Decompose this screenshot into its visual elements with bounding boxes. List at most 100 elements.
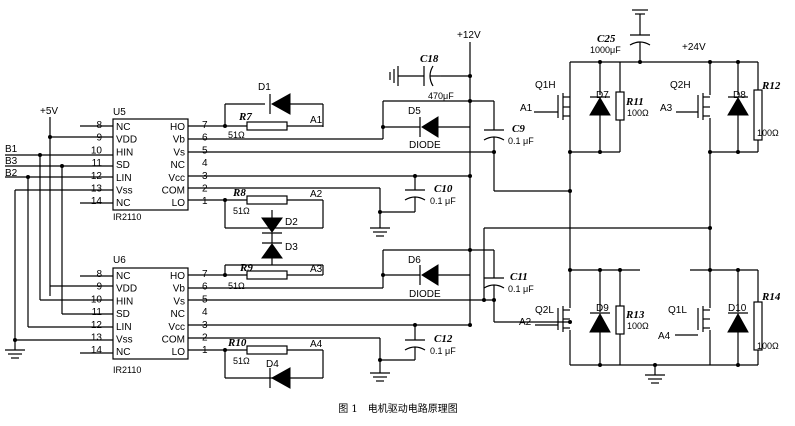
d7-label: D7: [596, 90, 609, 101]
u5-pin-number: 4: [202, 158, 208, 169]
r13-label: R13: [625, 309, 645, 321]
diode-d10: [727, 312, 749, 333]
d10-label: D10: [728, 303, 747, 314]
u6-pin-number: 14: [91, 345, 103, 356]
u6-pin-label: LO: [172, 347, 186, 358]
ic-u5: U5 IR2110 NC8VDD9HIN10SD11LIN12Vss13NC14…: [91, 107, 208, 222]
d1-label: D1: [258, 82, 271, 93]
u5-pin-label: Vs: [173, 147, 185, 158]
d8-label: D8: [733, 90, 746, 101]
capacitor-c12: [404, 325, 426, 360]
u6-pin-number: 10: [91, 294, 103, 305]
c10-label: C10: [434, 183, 453, 195]
diode-d9: [589, 312, 611, 333]
u6-pin-number: 9: [96, 282, 102, 293]
u5-pin-number: 10: [91, 145, 103, 156]
net-a1-label: A1: [310, 115, 323, 126]
q2h-gate-label: A3: [660, 103, 673, 114]
ground-symbol: [370, 227, 390, 237]
q2l-gate-label: A2: [519, 317, 532, 328]
ground-symbol: [5, 349, 25, 359]
r7-label: R7: [238, 111, 252, 123]
u6-pin-label: HO: [170, 271, 185, 282]
mosfet-q1l: [675, 306, 710, 336]
u6-output-wiring: R9 51Ω A3 R10 51Ω A4 D4: [188, 262, 494, 389]
q2h-label: Q2H: [670, 80, 691, 91]
u6-pin-label: NC: [171, 309, 185, 320]
u6-part: IR2110: [113, 365, 141, 375]
u6-pin-number: 6: [202, 282, 208, 293]
u5-pin-label: COM: [162, 186, 185, 197]
c10-value: 0.1 μF: [430, 196, 456, 206]
diode-d6: [419, 264, 439, 286]
u5-pin-label: VDD: [116, 135, 137, 146]
resistor-r13: [615, 305, 625, 335]
u6-pin-number: 11: [92, 307, 103, 318]
vcc5-label: +5V: [40, 106, 58, 117]
h-bridge: C25 1000μF +24V Q1H A1: [519, 9, 781, 384]
u6-pin-label: NC: [116, 271, 130, 282]
diode-d5: [419, 116, 439, 138]
d5-label: D5: [408, 106, 421, 117]
u5-pin-number: 5: [202, 145, 208, 156]
u5-name: U5: [113, 107, 126, 118]
u6-pin-label: LIN: [116, 322, 132, 333]
u5-pin-number: 14: [91, 196, 103, 207]
capacitor-c11: [483, 250, 505, 300]
input-b3-label: B3: [5, 156, 18, 167]
u6-pin-label: Vb: [173, 284, 186, 295]
net-a2-label: A2: [310, 189, 323, 200]
u5-pin-number: 2: [202, 184, 208, 195]
d4-label: D4: [266, 359, 279, 370]
r9-label: R9: [239, 262, 253, 274]
d2-label: D2: [285, 217, 298, 228]
net-a3-label: A3: [310, 264, 323, 275]
u5-pin-label: LIN: [116, 173, 132, 184]
net-a4-label: A4: [310, 339, 323, 350]
c9-value: 0.1 μF: [508, 136, 534, 146]
figure-caption: 图 1 电机驱动电路原理图: [338, 402, 458, 415]
q2l-label: Q2L: [535, 305, 554, 316]
capacitor-c25: [629, 9, 651, 62]
q1h-gate-label: A1: [520, 103, 533, 114]
r9-value: 51Ω: [228, 281, 245, 291]
resistor-r7: [246, 121, 288, 131]
u6-pin-label: Vs: [173, 296, 185, 307]
u5-pin-number: 11: [92, 158, 103, 169]
r10-label: R10: [227, 337, 247, 349]
u5-pin-label: LO: [172, 198, 186, 209]
d9-label: D9: [596, 303, 609, 314]
capacitor-c10: [404, 176, 426, 212]
resistor-r10: [246, 345, 288, 355]
u6-pin-label: SD: [116, 309, 130, 320]
supply-section: +12V C18 470μF D5 DIODE: [370, 30, 710, 382]
c18-value: 470μF: [428, 91, 454, 101]
r13-value: 100Ω: [627, 321, 649, 331]
u5-pin-label: NC: [116, 198, 130, 209]
diode-d3: [261, 242, 283, 259]
c25-value: 1000μF: [590, 45, 621, 55]
u6-pin-label: Vcc: [168, 322, 185, 333]
u5-pin-number: 8: [96, 120, 102, 131]
c12-label: C12: [434, 333, 453, 345]
u6-pin-number: 12: [91, 320, 103, 331]
u5-pin-label: HIN: [116, 147, 133, 158]
u5-pin-label: SD: [116, 160, 130, 171]
r12-value: 100Ω: [757, 128, 779, 138]
u5-pin-label: Vcc: [168, 173, 185, 184]
capacitor-c18: [389, 65, 441, 87]
r12-label: R12: [761, 80, 781, 92]
ic-u6: U6 IR2110 NC8VDD9HIN10SD11LIN12Vss13NC14…: [91, 255, 208, 375]
u6-pin-label: VDD: [116, 284, 137, 295]
c18-label: C18: [420, 53, 439, 65]
d5-type: DIODE: [409, 140, 441, 151]
mosfet-q2l: [535, 306, 570, 332]
r11-value: 100Ω: [627, 108, 649, 118]
u5-pin-number: 6: [202, 133, 208, 144]
u6-name: U6: [113, 255, 126, 266]
capacitor-c9: [483, 101, 505, 191]
c25-label: C25: [597, 33, 616, 45]
u5-pin-number: 1: [202, 196, 208, 207]
u6-pin-label: NC: [116, 347, 130, 358]
